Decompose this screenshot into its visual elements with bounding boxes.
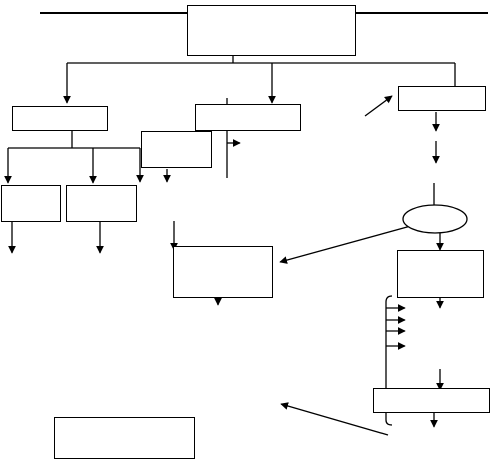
leaf-box-1 xyxy=(1,185,61,222)
right-bottom-box xyxy=(373,388,490,413)
right-top-box xyxy=(398,86,486,111)
center-box xyxy=(173,246,273,298)
edge-ellipse-to-center-box xyxy=(279,223,419,264)
edge-diagonal-to-right-top xyxy=(364,95,393,117)
edge-diagonal-to-bottom-left xyxy=(280,402,389,436)
bracket-left xyxy=(385,295,393,426)
middle-box xyxy=(195,104,301,131)
middle-sub-box xyxy=(141,131,212,168)
root-box xyxy=(187,5,356,56)
bottom-left-box xyxy=(54,417,195,459)
right-mid-box xyxy=(397,250,484,298)
leaf-box-2 xyxy=(66,185,137,222)
decision-ellipse xyxy=(402,204,468,234)
left-box xyxy=(12,106,108,131)
